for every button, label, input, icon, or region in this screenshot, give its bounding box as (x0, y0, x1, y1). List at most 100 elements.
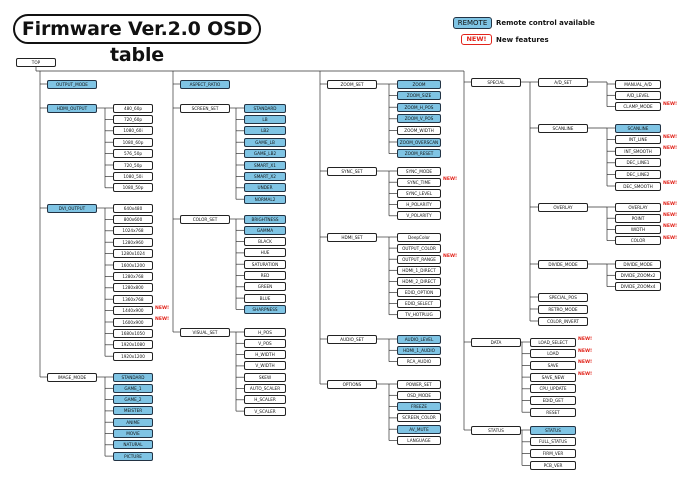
section-screen-set: SCREEN_SET (180, 103, 230, 113)
option-game-2: GAME_2 (113, 395, 153, 405)
option-language: LANGUAGE (397, 436, 441, 445)
option-720-60p: 720_60p (113, 114, 153, 124)
option-v-scaler: V_SCALER (244, 406, 286, 416)
option-anime: ANIME (113, 417, 153, 427)
option-freeze: FREEZE (397, 402, 441, 412)
option-720-50p: 720_50p (113, 160, 153, 170)
option-int-line: INT_LINE (615, 135, 661, 145)
group-a-d-set: A/D_SET (538, 77, 588, 87)
option-zoom-h-pos: ZOOM_H_POS (397, 102, 441, 112)
new-feature-tag: NEW! (155, 305, 170, 311)
option-dec-line2: DEC_LINE2 (615, 169, 661, 179)
section-image-mode: IMAGE_MODE (47, 372, 97, 382)
option-divide-mode: DIVIDE_MODE (615, 259, 661, 269)
option-zoom-overscan: ZOOM_OVERSCAN (397, 137, 441, 147)
option-hdmi-1-audio: HDMI_1_AUDIO (397, 345, 441, 355)
option-h-pos: H_POS (244, 327, 286, 337)
option-red: RED (244, 271, 286, 280)
option-output-color: OUTPUT_COLOR (397, 243, 441, 253)
option-standard: STANDARD (113, 372, 153, 382)
group-scanline: SCANLINE (538, 123, 588, 133)
option-1600x1200: 1600x1200 (113, 260, 153, 270)
option-dec-smooth: DEC_SMOOTH (615, 181, 661, 191)
option-hdmi-2-direct: HDMI_2_DIRECT (397, 276, 441, 286)
option-picture: PICTURE (113, 451, 153, 461)
option-1360x768: 1360x768 (113, 294, 153, 304)
option-1280x1024: 1280x1024 (113, 249, 153, 259)
option-h-width: H_WIDTH (244, 350, 286, 360)
option-clamp-mode: CLAMP_MODE (615, 102, 661, 112)
new-feature-tag: NEW! (663, 224, 678, 230)
option-deepcolor: DeepColor (397, 232, 441, 242)
section-data: DATA (471, 337, 521, 347)
section-hdmi-output: HDMI_OUTPUT (47, 103, 97, 113)
option-1080-60i: 1080_60i (113, 126, 153, 136)
option-edid-get: EDID_GET (530, 396, 576, 405)
option-divide-zoomx4: DIVIDE_ZOOMx4 (615, 282, 661, 292)
new-feature-tag: NEW! (443, 177, 458, 183)
new-feature-tag: NEW! (663, 101, 678, 107)
option-osd-mode: OSD_MODE (397, 390, 441, 400)
option-blue: BLUE (244, 293, 286, 303)
option-rca-audio: RCA_AUDIO (397, 357, 441, 367)
option-zoom: ZOOM (397, 79, 441, 89)
option-output-range: OUTPUT_RANGE (397, 254, 441, 264)
new-feature-tag: NEW! (663, 181, 678, 186)
option-zoom-size: ZOOM_SIZE (397, 91, 441, 101)
option-movie: MOVIE (113, 429, 153, 438)
option-h-polarity: H_POLARITY (397, 200, 441, 210)
diagram-title: Firmware Ver.2.0 OSD table (13, 14, 261, 66)
option-game-1: GAME_1 (113, 383, 153, 393)
section-audio-set: AUDIO_SET (327, 334, 377, 344)
option-640x480: 640x480 (113, 203, 153, 213)
legend-new-tag: NEW! (461, 34, 492, 45)
option-black: BLACK (244, 237, 286, 247)
option-1440x900: 1440x900 (113, 306, 153, 316)
option-1080-60p: 1080_60p (113, 137, 153, 147)
option-sharpness: SHARPNESS (244, 304, 286, 314)
option-1080-50i: 1080_50i (113, 171, 153, 181)
option-1024x768: 1024x768 (113, 226, 153, 236)
option-v-pos: V_POS (244, 338, 286, 348)
option-normal2: NORMAL2 (244, 194, 286, 204)
option-1280x960: 1280x960 (113, 237, 153, 247)
option-color: COLOR (615, 236, 661, 246)
legend-remote-tag: REMOTE (453, 17, 492, 29)
option-green: GREEN (244, 282, 286, 292)
option-load: LOAD (530, 349, 576, 359)
option-game-lb2: GAME_LB2 (244, 149, 286, 159)
option-zoom-reset: ZOOM_RESET (397, 149, 441, 159)
new-feature-tag: NEW! (663, 134, 678, 140)
group-overlay: OVERLAY (538, 202, 588, 212)
new-feature-tag: NEW! (663, 202, 678, 207)
new-feature-tag: NEW! (578, 337, 593, 342)
option-hue: HUE (244, 248, 286, 258)
option-game-lb: GAME_LB (244, 137, 286, 147)
option-dec-line1: DEC_LINE1 (615, 158, 661, 168)
new-feature-tag: NEW! (578, 372, 593, 378)
new-feature-tag: NEW! (578, 360, 593, 366)
option-pcb-ver: PCB_VER (530, 460, 576, 470)
option-gamma: GAMMA (244, 225, 286, 235)
option-save: SAVE (530, 360, 576, 370)
option-1680x1050: 1680x1050 (113, 328, 153, 338)
legend-remote-text: Remote control available (496, 19, 595, 27)
option-sync-level: SYNC_LEVEL (397, 188, 441, 198)
option-tv-hotplug: TV_HOTPLUG (397, 310, 441, 320)
option-divide-zoomx2: DIVIDE_ZOOMx2 (615, 270, 661, 280)
option-1600x900: 1600x900 (113, 317, 153, 327)
section-options: OPTIONS (327, 379, 377, 389)
option-cpu-update: CPU_UPDATE (530, 384, 576, 394)
option-480-60p: 480_60p (113, 103, 153, 113)
option-firm-ver: FIRM_VER (530, 449, 576, 459)
option-edid-select: EDID_SELECT (397, 299, 441, 309)
option-1920x1200: 1920x1200 (113, 351, 153, 361)
option-status: STATUS (530, 425, 576, 435)
option-screen-color: SCREEN_COLOR (397, 413, 441, 423)
option-sync-mode: SYNC_MODE (397, 166, 441, 176)
option-a-d-level: A/D_LEVEL (615, 90, 661, 100)
option-meister: MEISTER (113, 406, 153, 416)
option-1280x800: 1280x800 (113, 283, 153, 293)
option-av-mute: AV_MUTE (397, 424, 441, 434)
